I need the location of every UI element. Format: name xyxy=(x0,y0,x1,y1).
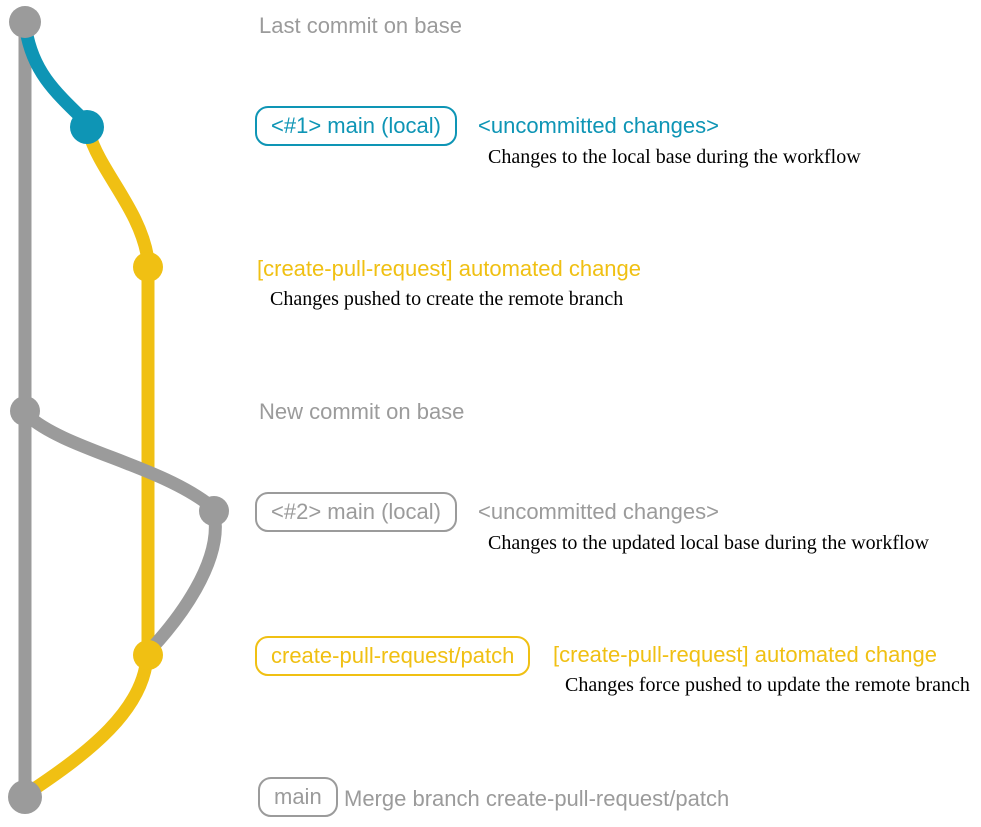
commit-node-automated-1 xyxy=(133,252,163,282)
branch-line-rebase-into-patch xyxy=(144,506,222,656)
branch-line-main-local-2 xyxy=(20,408,219,514)
commit-node-last-base xyxy=(9,6,41,38)
heading-uncommitted-changes-1: <uncommitted changes> xyxy=(478,113,719,138)
commit-node-automated-2 xyxy=(133,640,163,670)
branch-line-main-local-1 xyxy=(19,23,93,129)
description-push-create-branch: Changes pushed to create the remote bran… xyxy=(270,288,624,310)
commit-node-new-base xyxy=(10,396,40,426)
branch-badge-main-local-1: <#1> main (local) xyxy=(255,106,457,147)
commit-node-main-local-2 xyxy=(199,496,229,526)
note-merge-branch: Merge branch create-pull-request/patch xyxy=(344,786,730,811)
commit-node-merge xyxy=(8,780,42,814)
note-new-commit-on-base: New commit on base xyxy=(259,399,465,424)
branch-line-patch-upper xyxy=(82,126,155,267)
branch-badge-main-local-2: <#2> main (local) xyxy=(255,492,457,533)
branch-badge-main: main xyxy=(258,777,338,818)
description-local-base-changes-1: Changes to the local base during the wor… xyxy=(488,146,861,168)
note-last-commit-on-base: Last commit on base xyxy=(259,13,462,38)
description-local-base-changes-2: Changes to the updated local base during… xyxy=(488,532,929,554)
branch-badge-create-pull-request-patch: create-pull-request/patch xyxy=(255,636,531,677)
heading-uncommitted-changes-2: <uncommitted changes> xyxy=(478,499,719,524)
branch-line-patch-merge xyxy=(21,650,154,800)
heading-automated-change-1: [create-pull-request] automated change xyxy=(257,256,642,281)
commit-node-main-local-1 xyxy=(70,110,104,144)
heading-automated-change-2: [create-pull-request] automated change xyxy=(553,642,938,667)
description-force-push-update-branch: Changes force pushed to update the remot… xyxy=(565,674,970,696)
